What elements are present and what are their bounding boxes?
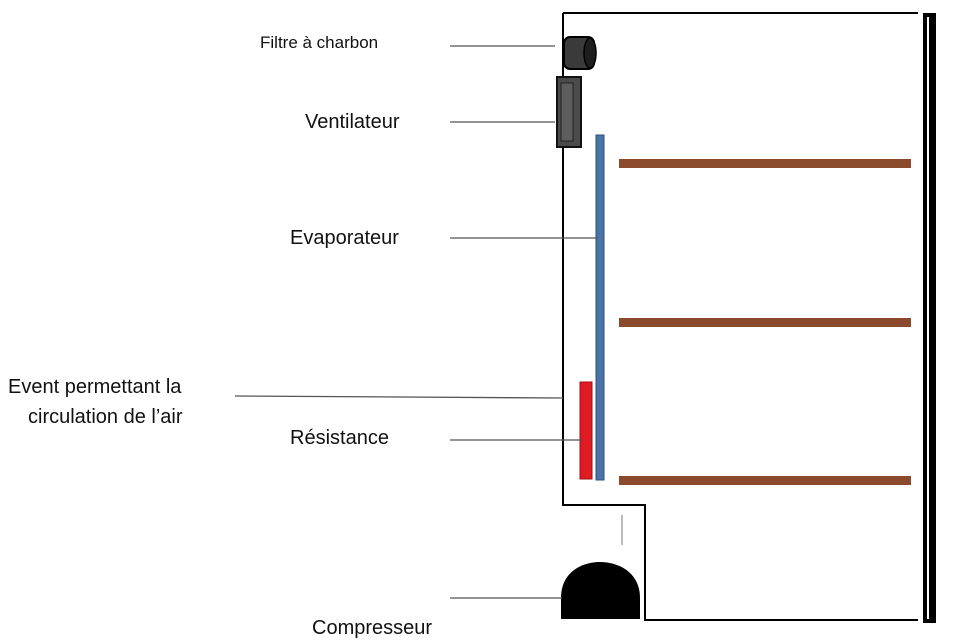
label-ventilateur: Ventilateur <box>305 111 400 133</box>
label-resistance: Résistance <box>290 427 389 449</box>
shelf-middle <box>619 318 911 327</box>
door-inner-line <box>927 17 929 619</box>
charcoal-filter-icon <box>563 36 597 70</box>
shelf-bottom <box>619 476 911 485</box>
label-evaporateur: Evaporateur <box>290 227 399 249</box>
leader-event <box>234 395 564 399</box>
label-event-line2: circulation de l’air <box>28 406 183 428</box>
shelf-top <box>619 159 911 168</box>
compressor-icon <box>561 562 640 619</box>
resistance <box>579 381 593 480</box>
door <box>923 13 936 623</box>
label-filtre: Filtre à charbon <box>260 33 378 52</box>
cabinet-outline <box>562 12 918 621</box>
evaporator <box>595 134 605 481</box>
label-compresseur: Compresseur <box>312 617 432 639</box>
label-event-line1: Event permettant la <box>8 376 182 398</box>
fan-icon <box>556 76 582 148</box>
